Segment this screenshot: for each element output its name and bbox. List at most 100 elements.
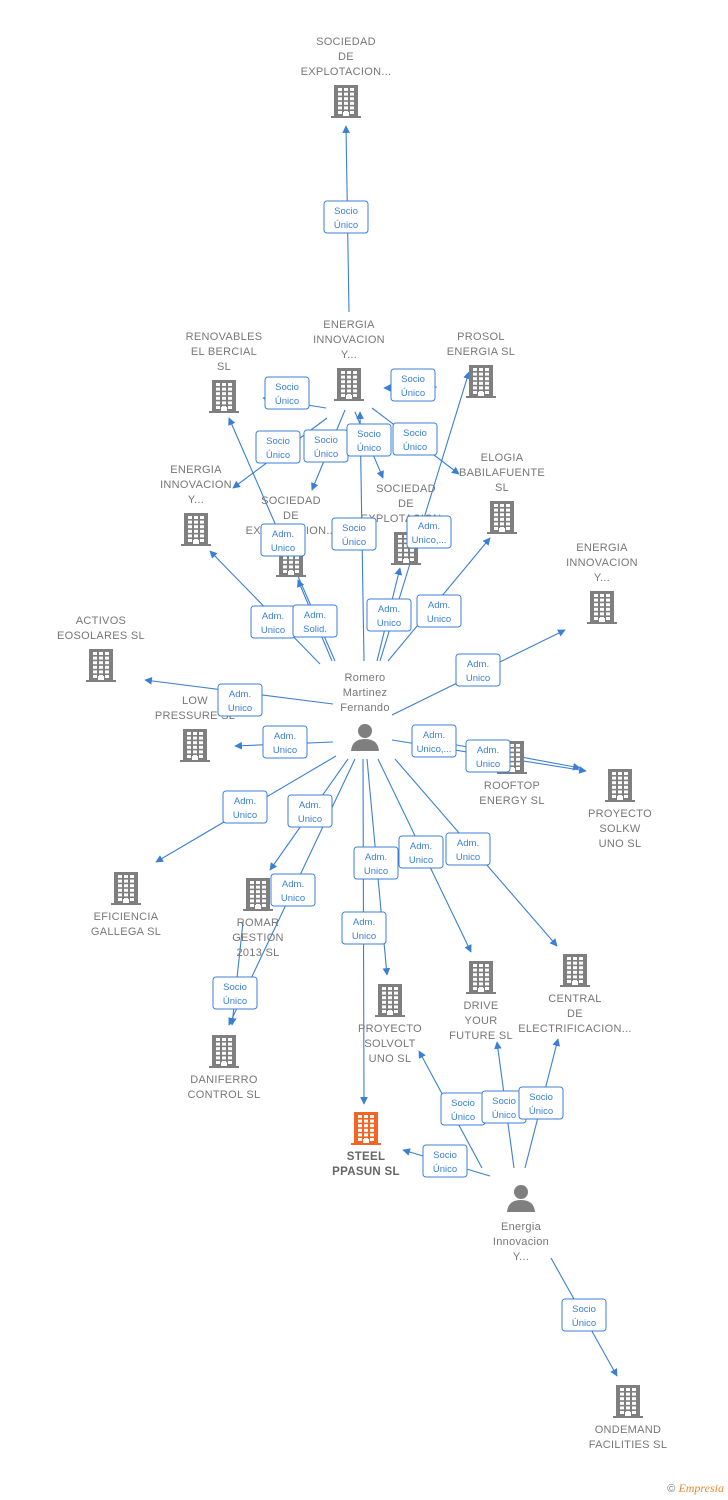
edge-label-romero_martinez-to-rooftop_energy[interactable]: Adm. Unico,... bbox=[411, 724, 457, 758]
building-icon bbox=[560, 954, 590, 987]
edge-label-box bbox=[341, 911, 387, 945]
edge-label-romero_martinez-to-central_electrificacion[interactable]: Adm. Unico bbox=[445, 832, 491, 866]
edge-label-line: Único bbox=[403, 442, 427, 453]
node-label-line: 2013 SL bbox=[236, 947, 279, 959]
edge-label-romero_martinez-to-proyecto_solvolt[interactable]: Adm.Unico bbox=[353, 846, 399, 880]
edge-label-romero_martinez-to-prosol_energia[interactable]: Adm. Unico,... bbox=[406, 515, 452, 549]
node-label-line: UNO SL bbox=[369, 1053, 412, 1065]
node-label-line: PPASUN SL bbox=[332, 1166, 400, 1178]
edge-label-romero_martinez-to-eficiencia_gallega[interactable]: Adm.Unico bbox=[222, 790, 268, 824]
building-icon bbox=[605, 769, 635, 802]
edge-label-line: Adm. bbox=[274, 731, 296, 742]
node-energia_innovacion_person[interactable]: EnergiaInnovacionY... bbox=[493, 1185, 549, 1263]
edge-label-line: Unico,... bbox=[417, 744, 452, 755]
edge-label-box bbox=[465, 739, 511, 773]
node-label-line: FUTURE SL bbox=[449, 1030, 513, 1042]
edge-label-box bbox=[411, 724, 457, 758]
edge-label-romero_martinez-to-steel_ppasun[interactable]: Adm.Unico bbox=[341, 911, 387, 945]
node-label-line: ENERGIA bbox=[170, 464, 222, 476]
edge-label-line: Adm. bbox=[423, 730, 445, 741]
node-label-line: Y... bbox=[188, 494, 204, 506]
node-energia_innovacion_right[interactable]: ENERGIAINNOVACIONY... bbox=[566, 542, 638, 624]
node-label-line: ENERGIA SL bbox=[447, 346, 515, 358]
edge-label-line: Socio bbox=[266, 436, 290, 447]
person-icon bbox=[507, 1185, 535, 1212]
edge-label-line: Adm. bbox=[418, 521, 440, 532]
node-label-line: PRESSURE SL bbox=[155, 710, 235, 722]
node-label-line: DE bbox=[283, 510, 299, 522]
node-label-line: ACTIVOS bbox=[76, 615, 126, 627]
node-central_electrificacion[interactable]: CENTRALDEELECTRIFICACION... bbox=[518, 954, 632, 1035]
edge-label-romero_martinez-to-elogia_babilafuente[interactable]: Adm.Unico bbox=[416, 594, 462, 628]
node-label-line: DE bbox=[338, 51, 354, 63]
edge-label-box bbox=[217, 683, 263, 717]
node-label-line: INNOVACION bbox=[313, 334, 385, 346]
edge-label-line: Unico,... bbox=[412, 535, 447, 546]
edge-label-romero_martinez-to-daniferro_control[interactable]: Adm.Unico bbox=[270, 873, 316, 907]
node-label-line: DE bbox=[398, 498, 414, 510]
edge-label-romero_martinez-to-low_pressure[interactable]: Adm.Unico bbox=[262, 725, 308, 759]
edge-label-line: Único bbox=[433, 1164, 457, 1175]
edge-label-romero_martinez-to-renovables_bercial[interactable]: Adm.Unico bbox=[260, 523, 306, 557]
node-label-line: SOCIEDAD bbox=[261, 495, 321, 507]
building-icon bbox=[243, 878, 273, 911]
edge-label-romero_martinez-to-sociedad_explotacion_mid2[interactable]: Adm.Unico bbox=[366, 598, 412, 632]
edge-label-line: Socio bbox=[433, 1150, 457, 1161]
node-label-line: SL bbox=[217, 361, 231, 373]
node-label-line: ENERGIA bbox=[576, 542, 628, 554]
edge-label-line: Socio bbox=[401, 374, 425, 385]
edge-label-romero_martinez-to-proyecto_solkw[interactable]: Adm.Unico bbox=[465, 739, 511, 773]
edge-label-line: Socio bbox=[529, 1092, 553, 1103]
edge-label-box bbox=[406, 515, 452, 549]
node-energia_innovacion_hub[interactable]: ENERGIAINNOVACIONY... bbox=[313, 319, 385, 401]
node-sociedad_explotacion_top[interactable]: SOCIEDADDEEXPLOTACION... bbox=[301, 36, 392, 118]
edge-label-line: Solid. bbox=[303, 624, 327, 635]
edge-label-box bbox=[255, 430, 301, 464]
empresia-logo[interactable]: Empresia bbox=[678, 1481, 724, 1495]
edge-label-romero_martinez-to-activos_eosolares[interactable]: Adm.Unico bbox=[217, 683, 263, 717]
edge-label-romero_martinez-to-romar_gestion[interactable]: Adm.Unico bbox=[287, 794, 333, 828]
edge-label-line: Adm. bbox=[457, 838, 479, 849]
edge-label-romero_martinez-to-energia_innovacion_right[interactable]: Adm.Unico bbox=[455, 653, 501, 687]
edge-label-romero_martinez-to-energia_innovacion_left[interactable]: Adm.Unico bbox=[250, 605, 296, 639]
edge-label-romero_martinez-to-drive_your_future[interactable]: Adm.Unico bbox=[398, 835, 444, 869]
node-energia_innovacion_left[interactable]: ENERGIAINNOVACIONY... bbox=[160, 464, 232, 546]
edge-label-box bbox=[366, 598, 412, 632]
edge-label-line: Unico bbox=[456, 852, 480, 863]
node-label-line: SOLKW bbox=[599, 823, 641, 835]
edge-label-line: Único bbox=[492, 1110, 516, 1121]
node-label-line: ROMAR bbox=[237, 917, 279, 929]
building-icon bbox=[487, 501, 517, 534]
edge-label-romero_martinez-to-sociedad_explotacion_mid1[interactable]: Adm.Solid. bbox=[292, 604, 338, 638]
node-label-line: ELECTRIFICACION... bbox=[518, 1023, 632, 1035]
edge-label-box bbox=[292, 604, 338, 638]
edge-label-line: Unico bbox=[377, 618, 401, 629]
